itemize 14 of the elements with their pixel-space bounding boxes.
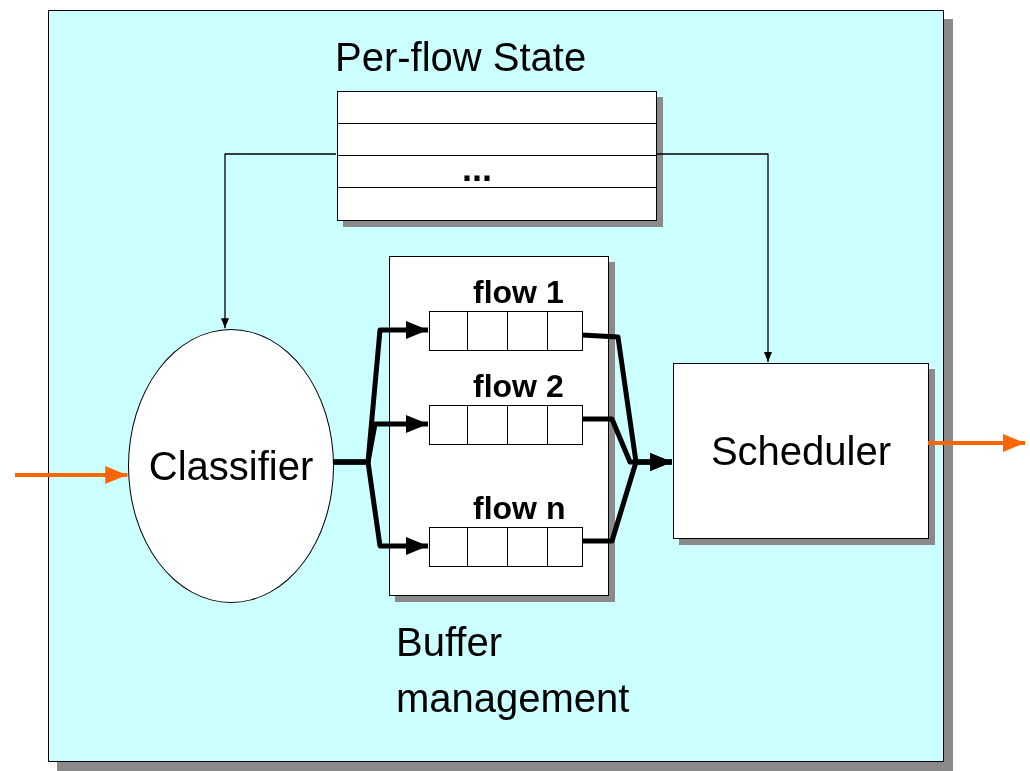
arrow bbox=[928, 434, 1025, 452]
arrow bbox=[333, 459, 428, 555]
table-title: Per-flow State bbox=[335, 34, 588, 81]
buffer-caption: Buffer management bbox=[396, 619, 631, 722]
flow-label: flow 1 bbox=[473, 273, 565, 311]
flow-label: flow n bbox=[473, 489, 567, 527]
flow-label: flow 2 bbox=[473, 367, 565, 405]
arrow bbox=[221, 153, 337, 329]
arrow bbox=[655, 153, 772, 363]
ellipsis-text: ... bbox=[462, 156, 492, 182]
node-label: Scheduler bbox=[710, 428, 892, 475]
arrow bbox=[582, 453, 672, 544]
arrow bbox=[15, 466, 128, 484]
node-label: Classifier bbox=[148, 443, 314, 490]
